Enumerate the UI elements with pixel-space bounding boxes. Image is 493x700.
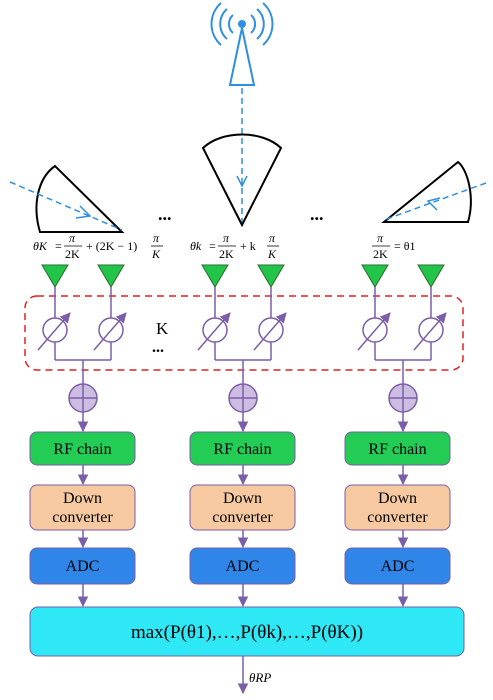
right-beam-arrow-icon — [426, 197, 441, 211]
antenna-feed-lines — [54, 287, 432, 318]
svg-text:π: π — [377, 231, 384, 245]
antenna-icon — [361, 264, 389, 288]
down-converter-label-line2: converter — [367, 509, 428, 526]
antenna-icon — [41, 264, 69, 288]
down-converter-label-line1: Down — [63, 490, 102, 507]
phase-shifters — [37, 312, 447, 351]
sector-ellipsis-1: ... — [158, 204, 172, 224]
svg-text:= θ1: = θ1 — [394, 239, 416, 253]
transmit-tower-icon — [210, 2, 274, 86]
antenna-icon — [257, 264, 285, 288]
rf-chain-row: RF chain RF chain RF chain — [29, 431, 451, 466]
rf-chain-label: RF chain — [213, 441, 271, 458]
antenna-icon — [201, 264, 229, 288]
svg-text:π: π — [153, 231, 160, 245]
rf-chain-label: RF chain — [53, 441, 111, 458]
left-beam-arrow-icon — [75, 205, 92, 219]
phase-group-label: K — [156, 319, 169, 338]
antenna-icon — [97, 264, 125, 288]
adc-block — [344, 547, 451, 585]
down-converter-block — [29, 484, 136, 531]
phase-shifter-group-box — [24, 295, 464, 371]
svg-text:θk: θk — [190, 239, 202, 253]
right-sector-equation: π 2K = θ1 — [372, 231, 416, 261]
svg-text:K: K — [151, 247, 161, 261]
svg-text:π: π — [269, 231, 276, 245]
down-converter-block — [344, 484, 451, 531]
svg-text:θK: θK — [33, 239, 48, 253]
adder-icon — [68, 383, 98, 413]
rf-chain-block — [344, 431, 451, 466]
adder-icon — [388, 383, 418, 413]
phase-shifter-icon — [413, 312, 447, 351]
down-converter-row: Down converter Down converter Down conve… — [29, 484, 451, 531]
rf-chain-label: RF chain — [368, 441, 426, 458]
adder-icon — [228, 383, 258, 413]
phase-group-ellipsis: ... — [152, 339, 164, 356]
combine-lines — [54, 342, 432, 384]
center-sector-equation: θk = π 2K + k π K — [190, 231, 279, 261]
adc-row: ADC ADC ADC — [29, 547, 451, 585]
down-converter-label-line2: converter — [52, 509, 113, 526]
svg-text:=: = — [55, 239, 62, 253]
adc-label: ADC — [226, 558, 260, 575]
adc-label: ADC — [381, 558, 415, 575]
left-beam-line — [9, 181, 123, 231]
down-converter-label-line1: Down — [223, 490, 262, 507]
center-beam-arrow-icon — [236, 175, 248, 188]
adc-block — [189, 547, 296, 585]
phase-shifter-icon — [253, 312, 287, 351]
max-selection-block — [29, 606, 465, 657]
adc-label: ADC — [66, 558, 100, 575]
adders — [68, 383, 418, 413]
svg-text:π: π — [69, 231, 76, 245]
svg-text:2K: 2K — [65, 247, 80, 261]
phase-shifter-icon — [93, 312, 127, 351]
svg-text:π: π — [223, 231, 230, 245]
sector-ellipsis-2: ... — [310, 204, 324, 224]
phase-shifter-icon — [197, 312, 231, 351]
antenna-icon — [417, 264, 445, 288]
svg-text:K: K — [267, 247, 277, 261]
phase-shifter-icon — [357, 312, 391, 351]
right-beam-line — [383, 182, 487, 221]
svg-text:=: = — [209, 239, 216, 253]
svg-text:2K: 2K — [219, 247, 234, 261]
svg-text:2K: 2K — [373, 247, 388, 261]
rf-chain-block — [189, 431, 296, 466]
adc-block — [29, 547, 136, 585]
right-sector-shape — [381, 160, 472, 223]
max-selection-label: max(P(θ1),…,P(θk),…,P(θK)) — [131, 622, 363, 643]
chain-arrows — [77, 412, 409, 695]
svg-text:+ (2K − 1): + (2K − 1) — [86, 239, 137, 253]
output-label: θRP — [249, 670, 271, 685]
down-converter-label-line1: Down — [378, 490, 417, 507]
phase-shifter-icon — [37, 312, 71, 351]
left-sector-equation: θK = π 2K + (2K − 1) π K — [33, 231, 163, 261]
down-converter-block — [189, 484, 296, 531]
down-converter-label-line2: converter — [212, 509, 273, 526]
rf-chain-block — [29, 431, 136, 466]
center-sector-shape — [201, 133, 283, 228]
antenna-row — [41, 264, 445, 288]
svg-text:+ k: + k — [240, 239, 256, 253]
